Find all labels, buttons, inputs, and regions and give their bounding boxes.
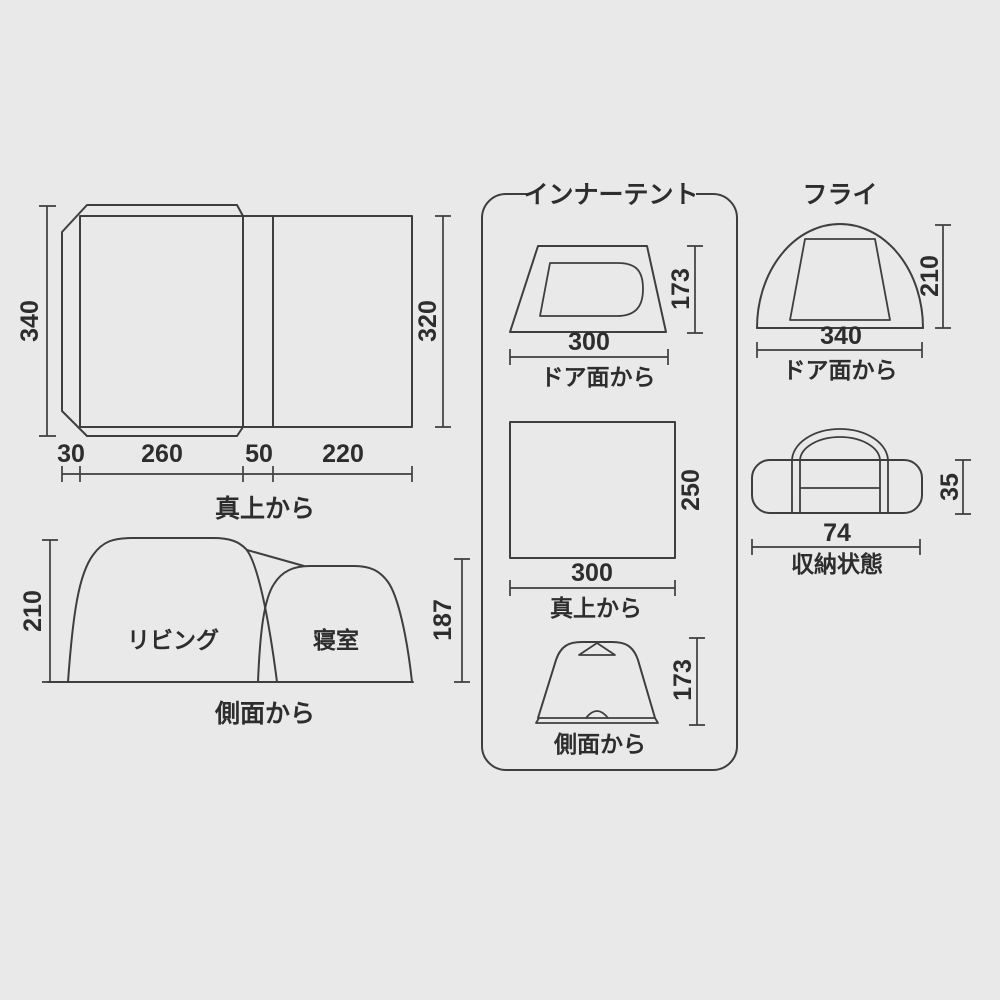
inner-tent-title: インナーテント	[523, 181, 698, 209]
inner-tent-side-view: 173 側面から	[535, 637, 705, 757]
storage-caption: 収納状態	[791, 551, 883, 577]
dimension-320: 320	[414, 215, 451, 428]
fly-title: フライ	[802, 181, 877, 209]
dimension-inner-side-height: 173	[669, 637, 705, 726]
dim-label-inner-side-height: 173	[669, 659, 697, 701]
dim-label-220: 220	[322, 440, 364, 468]
dim-label-bag-width: 74	[823, 519, 851, 547]
inner-door-opening	[539, 262, 644, 317]
side-profile-caption: 側面から	[214, 700, 315, 728]
dim-label-inner-depth: 250	[677, 469, 705, 511]
bag-body	[751, 459, 923, 514]
dimension-bag-width: 74	[751, 519, 921, 555]
ground-sheet-outline	[61, 204, 244, 437]
fly-section: フライ 210 340 ドア面から	[756, 181, 951, 383]
fly-door-opening	[789, 238, 891, 321]
inner-tent-panel: インナーテント 173 300 ドア面から 250 300 真上から	[481, 181, 738, 771]
dimension-210: 210	[19, 539, 58, 683]
dim-label-260: 260	[141, 440, 183, 468]
dim-label-210: 210	[19, 590, 47, 632]
storage-bag-view: 35 74 収納状態	[751, 428, 971, 577]
side-profile-view: 210 187 リビング 寝室 側面から	[19, 537, 470, 728]
dim-label-30: 30	[57, 440, 85, 468]
living-room-label: リビング	[127, 627, 219, 653]
dim-label-bag-height: 35	[936, 473, 964, 501]
bedroom-label: 寝室	[313, 627, 359, 653]
dimension-fly-width: 340	[756, 322, 923, 358]
living-area-rect	[79, 215, 244, 428]
dimension-fly-height: 210	[916, 224, 951, 329]
dimension-340: 340	[16, 205, 56, 437]
dim-label-fly-height: 210	[916, 255, 944, 297]
dim-label-187: 187	[429, 599, 457, 641]
inner-side-view-caption: 側面から	[553, 731, 646, 757]
fly-connector-line	[246, 549, 305, 567]
inner-tent-door-view: 173 300 ドア面から	[509, 245, 703, 390]
inner-tent-title-mask	[527, 181, 696, 206]
vent-triangle	[578, 642, 616, 656]
inner-side-view-outline	[537, 641, 656, 719]
base-arc	[585, 710, 609, 719]
floor-plan-caption: 真上から	[215, 495, 315, 523]
fly-dome-outline	[756, 223, 924, 329]
dimension-inner-door-height: 173	[667, 245, 703, 334]
inner-top-view-caption: 真上から	[550, 595, 642, 621]
inner-side-view-base	[535, 717, 659, 724]
dim-label-inner-top-width: 300	[571, 559, 613, 587]
dimension-187: 187	[429, 558, 470, 683]
bag-handle-inner	[799, 436, 881, 462]
dim-label-inner-door-width: 300	[568, 328, 610, 356]
fly-door-view-caption: ドア面から	[783, 357, 898, 383]
dim-label-fly-width: 340	[820, 322, 862, 350]
dim-label-320: 320	[414, 300, 442, 342]
dimension-inner-top-width: 300	[509, 559, 676, 596]
inner-door-view-caption: ドア面から	[541, 364, 656, 390]
bedroom-dome-outline	[257, 565, 413, 683]
dimension-inner-door-width: 300	[509, 328, 669, 365]
dimension-bag-height: 35	[936, 459, 971, 515]
bag-strap-left	[791, 459, 801, 514]
bag-handle-outer	[791, 428, 889, 462]
dim-label-50: 50	[245, 440, 273, 468]
inner-door-view-outline	[509, 245, 667, 333]
dimension-widths: 30 260 50 220	[57, 440, 413, 482]
floor-plan-top-view: 340 320 30 260 50 220 真上から	[16, 204, 451, 523]
dim-label-inner-door-height: 173	[667, 268, 695, 310]
living-dome-outline	[67, 537, 278, 683]
inner-tent-top-view: 250 300 真上から	[509, 421, 705, 621]
inner-top-view-rect	[509, 421, 676, 559]
dim-label-340: 340	[16, 300, 44, 342]
bedroom-area-rect	[242, 215, 413, 428]
bag-strap-right	[879, 459, 889, 514]
